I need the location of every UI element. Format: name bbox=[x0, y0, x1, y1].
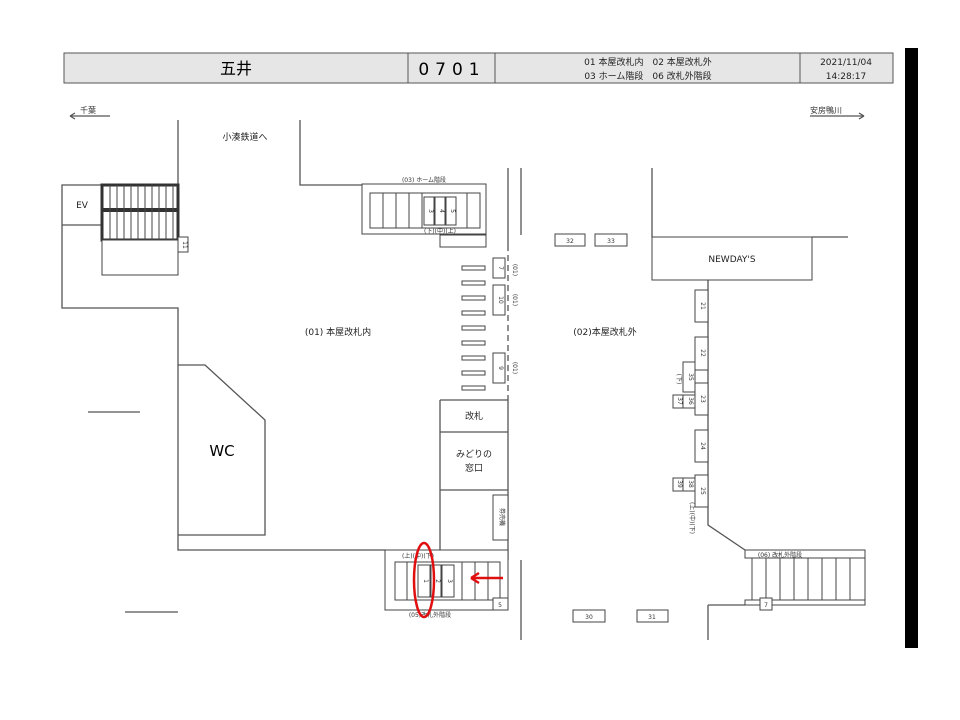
upper-cameras: 32 33 bbox=[554, 233, 628, 247]
highlight-ellipse bbox=[412, 541, 436, 619]
wc-label: WC bbox=[209, 442, 234, 460]
svg-text:10: 10 bbox=[497, 296, 504, 304]
camera-11 bbox=[177, 236, 189, 253]
svg-text:(上)(中)(下): (上)(中)(下) bbox=[688, 502, 696, 534]
svg-text:39: 39 bbox=[676, 480, 683, 488]
svg-text:千葉: 千葉 bbox=[80, 105, 96, 115]
date: 2021/11/04 bbox=[820, 58, 872, 68]
svg-text:33: 33 bbox=[607, 238, 615, 245]
area-01-label: (01) 本屋改札内 bbox=[305, 326, 371, 338]
svg-text:(01): (01) bbox=[511, 362, 518, 374]
midori-label-2: 窓口 bbox=[465, 462, 483, 474]
svg-text:9: 9 bbox=[497, 366, 504, 370]
svg-text:35: 35 bbox=[687, 373, 694, 381]
svg-text:22: 22 bbox=[699, 349, 706, 357]
newdays-label: NEWDAY'S bbox=[708, 255, 756, 265]
svg-text:30: 30 bbox=[585, 614, 593, 621]
ticket-gates bbox=[461, 265, 486, 391]
header-bar: 五井 0701 01 本屋改札内 02 本屋改札外 03 ホーム階段 06 改札… bbox=[63, 52, 894, 84]
station-code: 0701 bbox=[418, 60, 485, 80]
svg-text:11: 11 bbox=[181, 241, 188, 249]
svg-text:24: 24 bbox=[699, 442, 706, 450]
station-name: 五井 bbox=[220, 59, 252, 78]
gate-cameras: 7 10 9 (01) (01) (01) bbox=[492, 257, 518, 384]
highlight-arrow bbox=[470, 571, 503, 585]
bottom-cameras: 30 31 bbox=[572, 609, 669, 623]
stair-03: (03) ホーム階段 3 4 5 (下)(中)(上) bbox=[361, 176, 487, 248]
svg-text:(03) ホーム階段: (03) ホーム階段 bbox=[402, 176, 446, 184]
midori-label-1: みどりの bbox=[456, 449, 492, 460]
direction-left: 千葉 bbox=[69, 105, 110, 120]
svg-text:(上)(中)(下): (上)(中)(下) bbox=[402, 552, 434, 560]
svg-text:(下): (下) bbox=[675, 374, 682, 385]
svg-text:21: 21 bbox=[699, 302, 706, 310]
direction-right: 安房鴨川 bbox=[810, 105, 865, 120]
svg-text:(01): (01) bbox=[511, 264, 518, 276]
svg-text:券売機: 券売機 bbox=[498, 508, 506, 526]
svg-text:23: 23 bbox=[699, 395, 706, 403]
area-list-2: 03 ホーム階段 06 改札外階段 bbox=[584, 70, 711, 82]
svg-text:5: 5 bbox=[449, 209, 456, 213]
ticket-machine bbox=[492, 494, 509, 541]
kominato-label: 小湊鉄道へ bbox=[222, 131, 267, 143]
svg-text:7: 7 bbox=[497, 266, 504, 270]
svg-text:31: 31 bbox=[648, 614, 656, 621]
area-02-label: (02)本屋改札外 bbox=[573, 326, 636, 338]
svg-text:37: 37 bbox=[676, 397, 683, 405]
svg-text:(下)(中)(上): (下)(中)(上) bbox=[424, 227, 456, 235]
right-black-bar bbox=[905, 48, 918, 648]
svg-text:3: 3 bbox=[446, 579, 453, 583]
svg-text:36: 36 bbox=[687, 397, 694, 405]
svg-text:5: 5 bbox=[498, 602, 502, 609]
ev-label: EV bbox=[76, 201, 89, 211]
area-list-1: 01 本屋改札内 02 本屋改札外 bbox=[584, 56, 712, 68]
svg-text:2: 2 bbox=[434, 579, 441, 583]
svg-text:1: 1 bbox=[422, 579, 429, 583]
svg-text:7: 7 bbox=[764, 602, 768, 609]
svg-text:(06) 改札外階段: (06) 改札外階段 bbox=[758, 551, 802, 559]
escalator-left bbox=[100, 183, 180, 276]
stair-06: (06) 改札外階段 7 bbox=[744, 549, 866, 611]
right-wall-cameras: 21 22 23 24 25 35 36 37 38 39 (下) (上)(中)… bbox=[672, 289, 709, 534]
time: 14:28:17 bbox=[826, 72, 866, 82]
svg-text:25: 25 bbox=[699, 487, 706, 495]
svg-text:3: 3 bbox=[427, 209, 434, 213]
svg-text:(01): (01) bbox=[511, 294, 518, 306]
svg-text:32: 32 bbox=[566, 238, 574, 245]
walls bbox=[61, 120, 848, 640]
svg-text:38: 38 bbox=[687, 480, 694, 488]
svg-text:(05)改札外階段: (05)改札外階段 bbox=[409, 611, 451, 619]
gate-label: 改札 bbox=[465, 410, 483, 422]
newdays-shop bbox=[651, 236, 813, 281]
svg-text:4: 4 bbox=[438, 209, 445, 213]
stair-05: (上)(中)(下) 1 2 3 5 (05)改札外階段 bbox=[384, 549, 509, 619]
svg-text:安房鴨川: 安房鴨川 bbox=[810, 105, 842, 115]
